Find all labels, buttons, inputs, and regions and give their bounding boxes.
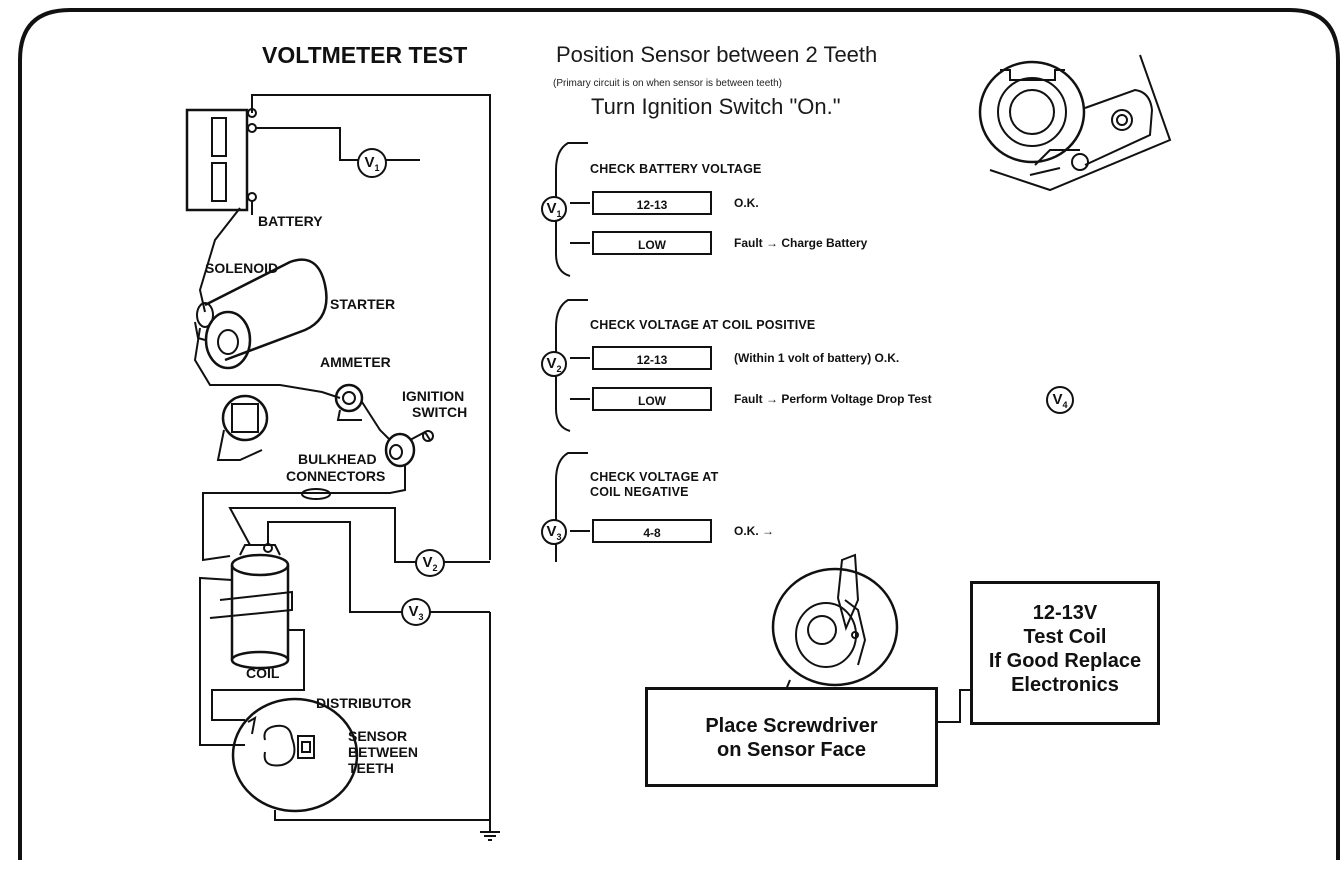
screwdriver-distributor-illustration (771, 553, 899, 698)
instruction-position-sensor: Position Sensor between 2 Teeth (556, 42, 878, 67)
sensor-label-line2: BETWEEN (348, 744, 418, 760)
distributor-icon (231, 697, 359, 813)
starter-label: STARTER (330, 296, 396, 312)
starter-icon (194, 258, 328, 370)
diagram-title: VOLTMETER TEST (262, 42, 468, 68)
coil-test-callout: 12-13V Test Coil If Good Replace Electro… (970, 581, 1160, 725)
coil-test-callout-line2: Test Coil (1023, 626, 1107, 648)
ignition-switch-label-line2: SWITCH (412, 404, 468, 420)
bulkhead-connector-icon (216, 394, 269, 461)
coil-test-callout-line4: Electronics (1011, 674, 1119, 696)
step1-title: CHECK BATTERY VOLTAGE (590, 162, 762, 176)
voltmeter-v4-icon: V4 (1046, 386, 1074, 414)
coil-label: COIL (246, 665, 280, 681)
step1-result-ok: O.K. (734, 196, 759, 210)
distributor-label: DISTRIBUTOR (316, 695, 412, 711)
solenoid-label: SOLENOID (205, 260, 279, 276)
battery-label: BATTERY (258, 213, 323, 229)
step3-result-ok: O.K. → (734, 524, 775, 538)
voltmeter-v3-wiring-icon: V3 (401, 598, 431, 626)
step2-title: CHECK VOLTAGE AT COIL POSITIVE (590, 318, 816, 332)
voltmeter-v1-step-icon: V1 (541, 196, 567, 222)
ignition-switch-label-line1: IGNITION (402, 388, 465, 404)
screwdriver-callout-line2: on Sensor Face (717, 739, 866, 761)
step1-result-fault: Fault → Charge Battery (734, 236, 868, 250)
step1-bracket (555, 142, 588, 277)
ammeter-icon (334, 383, 364, 421)
coil-test-callout-line1: 12-13V (1032, 602, 1098, 624)
diagram-frame (18, 8, 1340, 860)
step1-reading-ok: 12-13 (592, 191, 712, 215)
step2-result-fault: Fault → Perform Voltage Drop Test (734, 392, 932, 406)
step2-reading-ok: 12-13 (592, 346, 712, 370)
screwdriver-callout-line1: Place Screwdriver (705, 715, 878, 737)
step3-bracket (555, 452, 588, 562)
sensor-label-line1: SENSOR (348, 728, 408, 744)
step2-reading-low: LOW (592, 387, 712, 411)
step3-title-line2: COIL NEGATIVE (590, 485, 689, 499)
instruction-ignition-on: Turn Ignition Switch "On." (591, 94, 841, 119)
step2-result-ok: (Within 1 volt of battery) O.K. (734, 351, 900, 365)
sensor-illustration (978, 54, 1172, 192)
bulkhead-label-line1: BULKHEAD (298, 451, 377, 467)
voltmeter-v1-wiring-icon: V1 (357, 148, 387, 178)
primary-circuit-note: (Primary circuit is on when sensor is be… (553, 78, 782, 89)
voltmeter-v3-step-icon: V3 (541, 519, 567, 545)
coil-icon (209, 543, 293, 670)
step2-bracket (555, 299, 588, 432)
voltmeter-v2-wiring-icon: V2 (415, 549, 445, 577)
screwdriver-callout: Place Screwdriver on Sensor Face (645, 687, 938, 787)
step3-title-line1: CHECK VOLTAGE AT (590, 470, 719, 484)
step1-reading-low: LOW (592, 231, 712, 255)
sensor-label-line3: TEETH (348, 760, 394, 776)
battery-icon (185, 108, 257, 212)
coil-test-callout-line3: If Good Replace (988, 650, 1142, 672)
ammeter-label: AMMETER (320, 354, 391, 370)
ignition-switch-icon (384, 430, 434, 468)
bulkhead-label-line2: CONNECTORS (286, 468, 386, 484)
step3-reading-ok: 4-8 (592, 519, 712, 543)
voltmeter-v2-step-icon: V2 (541, 351, 567, 377)
